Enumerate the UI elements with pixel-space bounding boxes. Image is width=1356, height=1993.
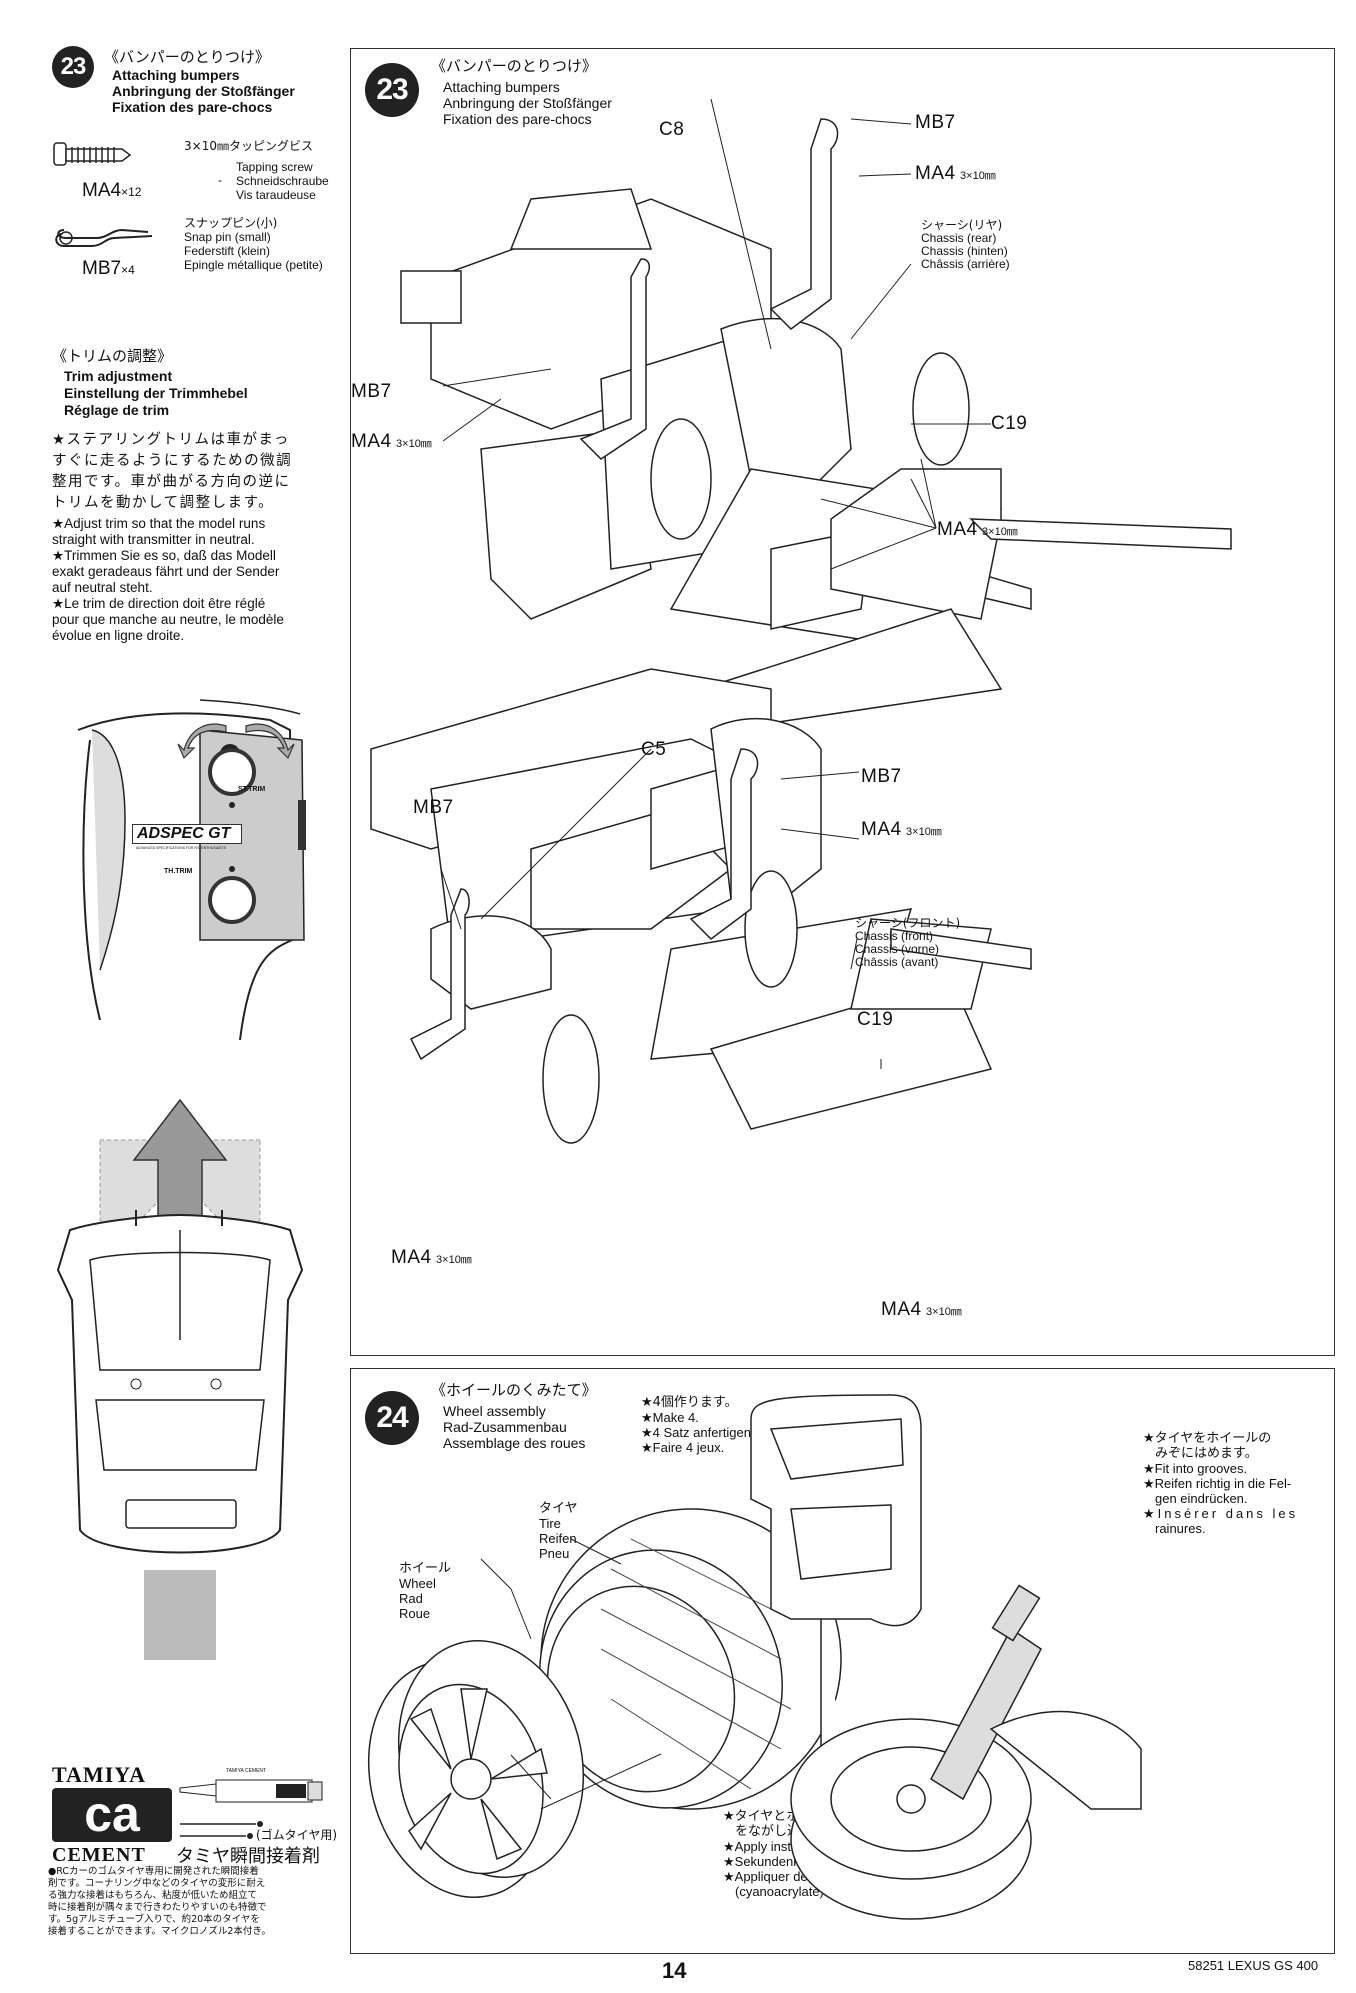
step-title-de: Anbringung der Stoßfänger — [112, 83, 295, 99]
ad-text: ●RCカーのゴムタイヤ専用に開発された瞬間接着 剤です。コーナリング中などのタイ… — [48, 1866, 271, 1937]
fit-grooves-note: ★タイヤをホイールの みぞにはめます。 ★Fit into grooves. ★… — [1143, 1431, 1299, 1536]
callout-mb7-rear-left: MB7 — [351, 381, 392, 402]
tapping-screw-icon — [53, 142, 132, 166]
step-number-badge: 23 — [52, 46, 94, 88]
part-dash: - — [218, 173, 222, 187]
step-title-jp: 《バンパーのとりつけ》 — [104, 48, 270, 66]
micro-nozzle-icon — [180, 1821, 263, 1839]
th-trim-label: TH.TRIM — [164, 868, 193, 875]
step-title-block: Attaching bumpers Anbringung der Stoßfän… — [443, 79, 612, 127]
tire-label: タイヤ Tire Reifen Pneu — [539, 1501, 578, 1561]
callout-ma4-front-left: MA4 3×10㎜ — [391, 1247, 472, 1268]
callout-mb7-front-right: MB7 — [861, 766, 902, 787]
callout-ma4-rear-left: MA4 3×10㎜ — [351, 431, 432, 452]
part-size-jp: 3×10㎜タッピングビス — [184, 139, 313, 153]
st-trim-dial[interactable] — [208, 748, 256, 796]
step-title-block: Attaching bumpers Anbringung der Stoßfän… — [112, 67, 295, 115]
callout-mb7-rear-right: MB7 — [915, 112, 956, 133]
st-trim-indicator — [229, 802, 235, 808]
step-title-jp: 《ホイールのくみたて》 — [431, 1381, 597, 1399]
trim-title-jp: 《トリムの調整》 — [52, 347, 173, 365]
car-direction-illustration — [56, 1098, 304, 1660]
page-number: 14 — [662, 1958, 687, 1983]
st-trim-label: ST.TRIM — [238, 786, 266, 793]
front-assembly-drawing — [370, 668, 1032, 1144]
step-title-jp: 《バンパーのとりつけ》 — [431, 57, 597, 75]
chassis-rear-label: シャーシ(リヤ) Chassis (rear) Chassis (hinten)… — [921, 218, 1010, 271]
callout-c19-front: C19 — [857, 1009, 894, 1030]
rear-assembly-drawing — [400, 98, 1232, 730]
ad-cement-word: CEMENT — [52, 1844, 146, 1866]
trim-text-jp: ★ステアリングトリムは車がまっ すぐに走るようにするための微調 整用です。車が曲… — [52, 432, 293, 511]
chassis-front-label: シャーシ(フロント) Chassis (front) Chassis (vorn… — [855, 916, 961, 969]
callout-ma4-rear-bottom: MA4 3×10㎜ — [937, 519, 1018, 540]
th-trim-dial[interactable] — [208, 876, 256, 924]
cement-tube-icon — [179, 1779, 323, 1803]
wheel-assembly-drawing — [367, 1394, 1142, 1920]
th-trim-indicator — [229, 866, 235, 872]
part-code-mb7: MB7×4 — [82, 258, 135, 279]
step-title-en: Attaching bumpers — [112, 67, 240, 83]
ad-logo: ca — [52, 1788, 172, 1842]
step-number-badge: 24 — [365, 1391, 419, 1445]
step-number-badge: 23 — [365, 63, 419, 117]
callout-ma4-front-bottom: MA4 3×10㎜ — [881, 1299, 962, 1320]
step-title-block: Wheel assembly Rad-Zusammenbau Assemblag… — [443, 1403, 586, 1451]
ad-brand: TAMIYA — [52, 1762, 147, 1787]
ad-gomu: (ゴムタイヤ用) — [256, 1828, 338, 1842]
step-title-fr: Fixation des pare-chocs — [112, 99, 273, 115]
trim-text-multi: ★Adjust trim so that the model runs stra… — [52, 516, 284, 643]
callout-ma4-front-right: MA4 3×10㎜ — [861, 819, 942, 840]
part-code-ma4: MA4×12 — [82, 180, 142, 201]
step24-panel: 24 《ホイールのくみたて》 Wheel assembly Rad-Zusamm… — [350, 1368, 1335, 1954]
snap-pin-icon — [55, 228, 153, 247]
make-four-note: ★4個作ります。 ★Make 4. ★4 Satz anfertigen. ★F… — [641, 1395, 755, 1455]
ad-name-jp: タミヤ瞬間接着剤 — [176, 1846, 320, 1867]
adspec-logo: ADSPEC GT — [132, 824, 242, 844]
adspec-subtitle: ADVANCED SPECIFICATIONS FOR R/C ENTHUSIA… — [136, 846, 226, 850]
callout-c5: C5 — [641, 739, 667, 760]
callout-c8: C8 — [659, 119, 685, 140]
callout-c19-rear: C19 — [991, 413, 1028, 434]
model-name: 58251 LEXUS GS 400 — [1188, 1958, 1319, 1973]
callout-ma4-rear-right: MA4 3×10㎜ — [915, 163, 996, 184]
part-desc-block-2: スナップピン(小) Snap pin (small) Federstift (k… — [184, 216, 323, 272]
trim-title-block: Trim adjustment Einstellung der Trimmheb… — [64, 368, 248, 418]
callout-mb7-front-left: MB7 — [413, 797, 454, 818]
wheel-label: ホイール Wheel Rad Roue — [399, 1561, 452, 1621]
step23-panel: 23 《バンパーのとりつけ》 Attaching bumpers Anbring… — [350, 48, 1335, 1356]
tube-label: TAMIYA CEMENT — [226, 1768, 267, 1774]
part-desc-block: Tapping screw Schneidschraube Vis taraud… — [236, 160, 329, 202]
trim-arrow-right-icon — [245, 723, 295, 760]
trim-arrow-left-icon — [177, 723, 227, 760]
